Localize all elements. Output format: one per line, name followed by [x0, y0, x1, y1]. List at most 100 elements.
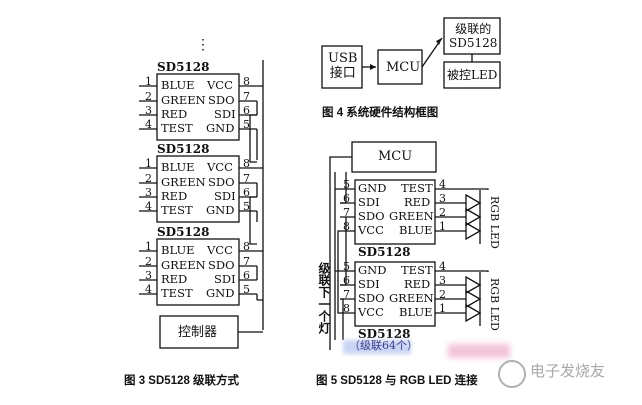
pin-label: GREEN [161, 175, 206, 189]
pin-label: BLUE [161, 78, 195, 92]
pin-label: TEST [161, 286, 193, 300]
pin-label: RED [161, 189, 188, 203]
figure-5-caption: 图 5 SD5128 与 RGB LED 连接 [316, 375, 478, 387]
pin-number: 2 [145, 255, 152, 268]
pin-label: GND [206, 203, 235, 217]
pin-label: SDO [358, 291, 385, 305]
pin-number: 6 [343, 192, 350, 205]
pin-number: 8 [243, 157, 250, 170]
pin-number: 4 [439, 260, 446, 273]
figure-4-caption: 图 4 系统硬件结构框图 [322, 107, 439, 119]
pin-number: 1 [145, 75, 152, 88]
pin-number: 4 [145, 200, 152, 213]
pin-number: 8 [243, 240, 250, 253]
pin-number: 1 [145, 157, 152, 170]
pin-label: TEST [401, 181, 433, 195]
chip-title: SD5128 [358, 327, 411, 341]
ellipsis-dots: ⋮ [196, 37, 210, 53]
chip-title: SD5128 [157, 225, 210, 239]
pin-number: 3 [145, 104, 152, 117]
pin-number: 6 [243, 186, 250, 199]
pin-label: SDI [214, 107, 236, 121]
pin-number: 7 [343, 206, 350, 219]
pin-label: BLUE [161, 243, 195, 257]
rgb-led-label: RGB LED [488, 196, 501, 249]
pin-label: GND [358, 181, 387, 195]
pin-number: 6 [243, 104, 250, 117]
pin-number: 2 [145, 90, 152, 103]
pin-label: GREEN [389, 209, 434, 223]
pin-number: 6 [243, 269, 250, 282]
led-label: 被控LED [447, 68, 498, 82]
pin-label: SDO [208, 175, 235, 189]
pin-number: 8 [343, 302, 350, 315]
pin-label: SDO [208, 93, 235, 107]
cascade-count-label: （级联64个） [349, 339, 418, 352]
pin-label: SDI [358, 277, 380, 291]
pin-number: 4 [145, 118, 152, 131]
pin-label: BLUE [161, 160, 195, 174]
fig5-chip-body-1 [354, 179, 436, 245]
pin-number: 8 [343, 220, 350, 233]
chip-body-1 [156, 73, 240, 141]
pin-number: 8 [243, 75, 250, 88]
pin-number: 7 [243, 255, 250, 268]
rgb-led-label: RGB LED [488, 278, 501, 331]
pin-label: GREEN [389, 291, 434, 305]
pin-label: VCC [207, 78, 233, 92]
pin-label: RED [161, 107, 188, 121]
pin-number: 4 [439, 178, 446, 191]
pin-label: GND [358, 263, 387, 277]
pin-number: 1 [439, 220, 446, 233]
pin-label: SDI [214, 189, 236, 203]
pin-label: GREEN [161, 93, 206, 107]
pin-number: 7 [343, 288, 350, 301]
pin-number: 2 [439, 288, 446, 301]
figure-3-caption: 图 3 SD5128 级联方式 [124, 375, 240, 387]
pin-number: 2 [439, 206, 446, 219]
pin-number: 5 [343, 178, 350, 191]
pin-label: VCC [358, 305, 384, 319]
pin-label: VCC [358, 223, 384, 237]
watermark-logo [498, 360, 526, 388]
watermark-text: 电子发烧友 [530, 362, 606, 380]
pin-label: RED [404, 195, 431, 209]
pin-number: 3 [439, 274, 446, 287]
pin-number: 3 [439, 192, 446, 205]
pin-number: 4 [145, 283, 152, 296]
pin-number: 7 [243, 90, 250, 103]
pin-number: 3 [145, 269, 152, 282]
pin-label: RED [404, 277, 431, 291]
chip-title: SD5128 [157, 142, 210, 156]
pin-number: 1 [145, 240, 152, 253]
pin-label: TEST [161, 121, 193, 135]
pin-number: 2 [145, 172, 152, 185]
next-lamp-label: 级联下一个灯 [317, 262, 331, 334]
pin-label: VCC [207, 243, 233, 257]
controller-label: 控制器 [178, 325, 218, 340]
pin-label: RED [161, 272, 188, 286]
pin-label: BLUE [399, 305, 433, 319]
pin-label: GND [206, 121, 235, 135]
pin-number: 5 [243, 200, 250, 213]
mcu-label-fig5: MCU [378, 149, 413, 164]
pin-number: 1 [439, 302, 446, 315]
chip-body-2 [156, 155, 240, 223]
pin-number: 5 [343, 260, 350, 273]
mcu-label: MCU [386, 60, 421, 75]
pin-label: SDI [214, 272, 236, 286]
pin-label: GND [206, 286, 235, 300]
pin-label: SDO [358, 209, 385, 223]
chip-title: SD5128 [358, 245, 411, 259]
pin-number: 5 [243, 118, 250, 131]
chip-body-3 [156, 238, 240, 306]
pin-label: GREEN [161, 258, 206, 272]
pin-number: 5 [243, 283, 250, 296]
pin-label: TEST [161, 203, 193, 217]
pin-number: 3 [145, 186, 152, 199]
blurred-highlight-pink [448, 344, 510, 358]
fig5-chip-body-2 [354, 261, 436, 327]
chip-title: SD5128 [157, 60, 210, 74]
